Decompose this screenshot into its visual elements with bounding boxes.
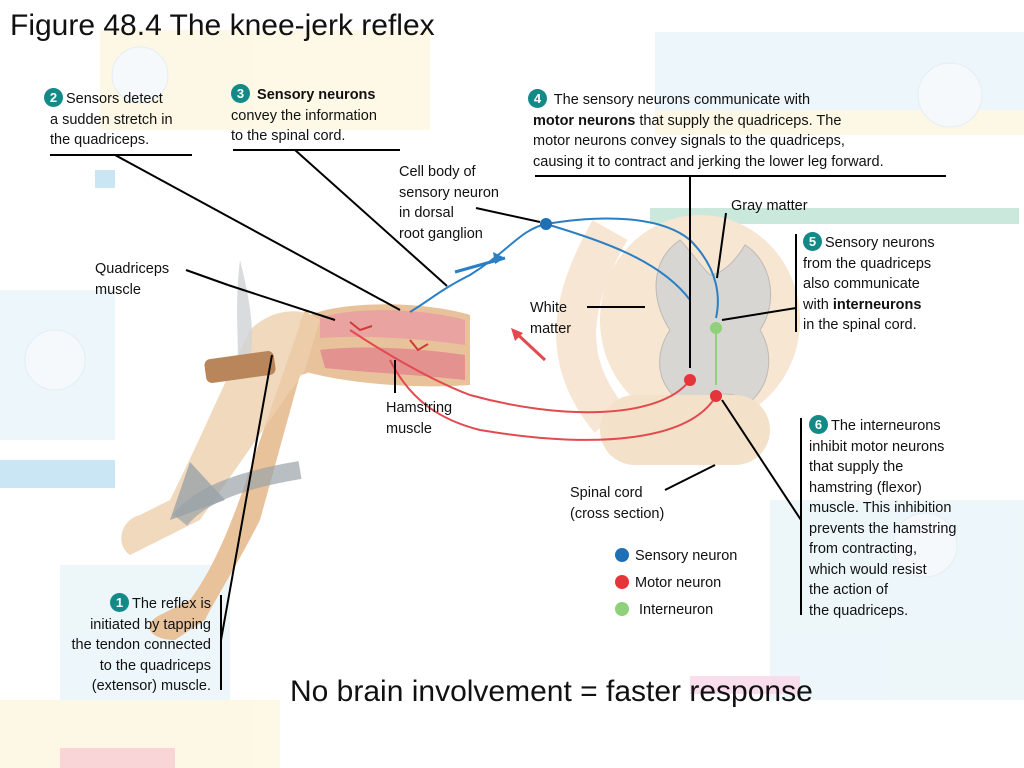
- figure-title: Figure 48.4 The knee-jerk reflex: [10, 9, 435, 42]
- step-4-badge: 4: [528, 89, 547, 108]
- label-quadriceps: Quadriceps muscle: [95, 261, 170, 298]
- step-2-badge: 2: [44, 88, 63, 107]
- leader-lines: [50, 149, 946, 690]
- leg-drawing: [121, 260, 470, 640]
- motor-cell-body-hamstring: [710, 390, 722, 402]
- spinal-cord-cross-section: [556, 215, 800, 465]
- step-4-text: 4 The sensory neurons communicate with m…: [528, 89, 884, 172]
- caption: No brain involvement = faster response: [290, 675, 813, 708]
- label-white-matter: White matter: [530, 300, 572, 337]
- interneuron-cell-body: [710, 322, 722, 334]
- faded-background-panels: [0, 30, 1024, 768]
- legend-motor: Motor neuron: [615, 574, 721, 592]
- neuron-pathways: [349, 217, 719, 441]
- legend-motor-dot: [615, 575, 629, 589]
- label-cell-body: Cell body of sensory neuron in dorsal ro…: [399, 164, 499, 242]
- label-gray-matter: Gray matter: [731, 198, 808, 214]
- legend-sensory-dot: [615, 548, 629, 562]
- motor-cell-body-quadriceps: [684, 374, 696, 386]
- step-3-badge: 3: [231, 84, 250, 103]
- legend-interneuron: Interneuron: [615, 601, 713, 619]
- label-hamstring: Hamstring muscle: [386, 400, 453, 437]
- step-5-badge: 5: [803, 232, 822, 251]
- label-spinal-cord: Spinal cord (cross section): [570, 485, 665, 522]
- step-6-badge: 6: [809, 415, 828, 434]
- step-1-badge: 1: [110, 593, 130, 612]
- legend-interneuron-dot: [615, 602, 629, 616]
- sensory-cell-body: [540, 218, 552, 230]
- step-3-text: 3 Sensory neurons convey the information…: [231, 84, 377, 144]
- legend-sensory: Sensory neuron: [615, 547, 737, 565]
